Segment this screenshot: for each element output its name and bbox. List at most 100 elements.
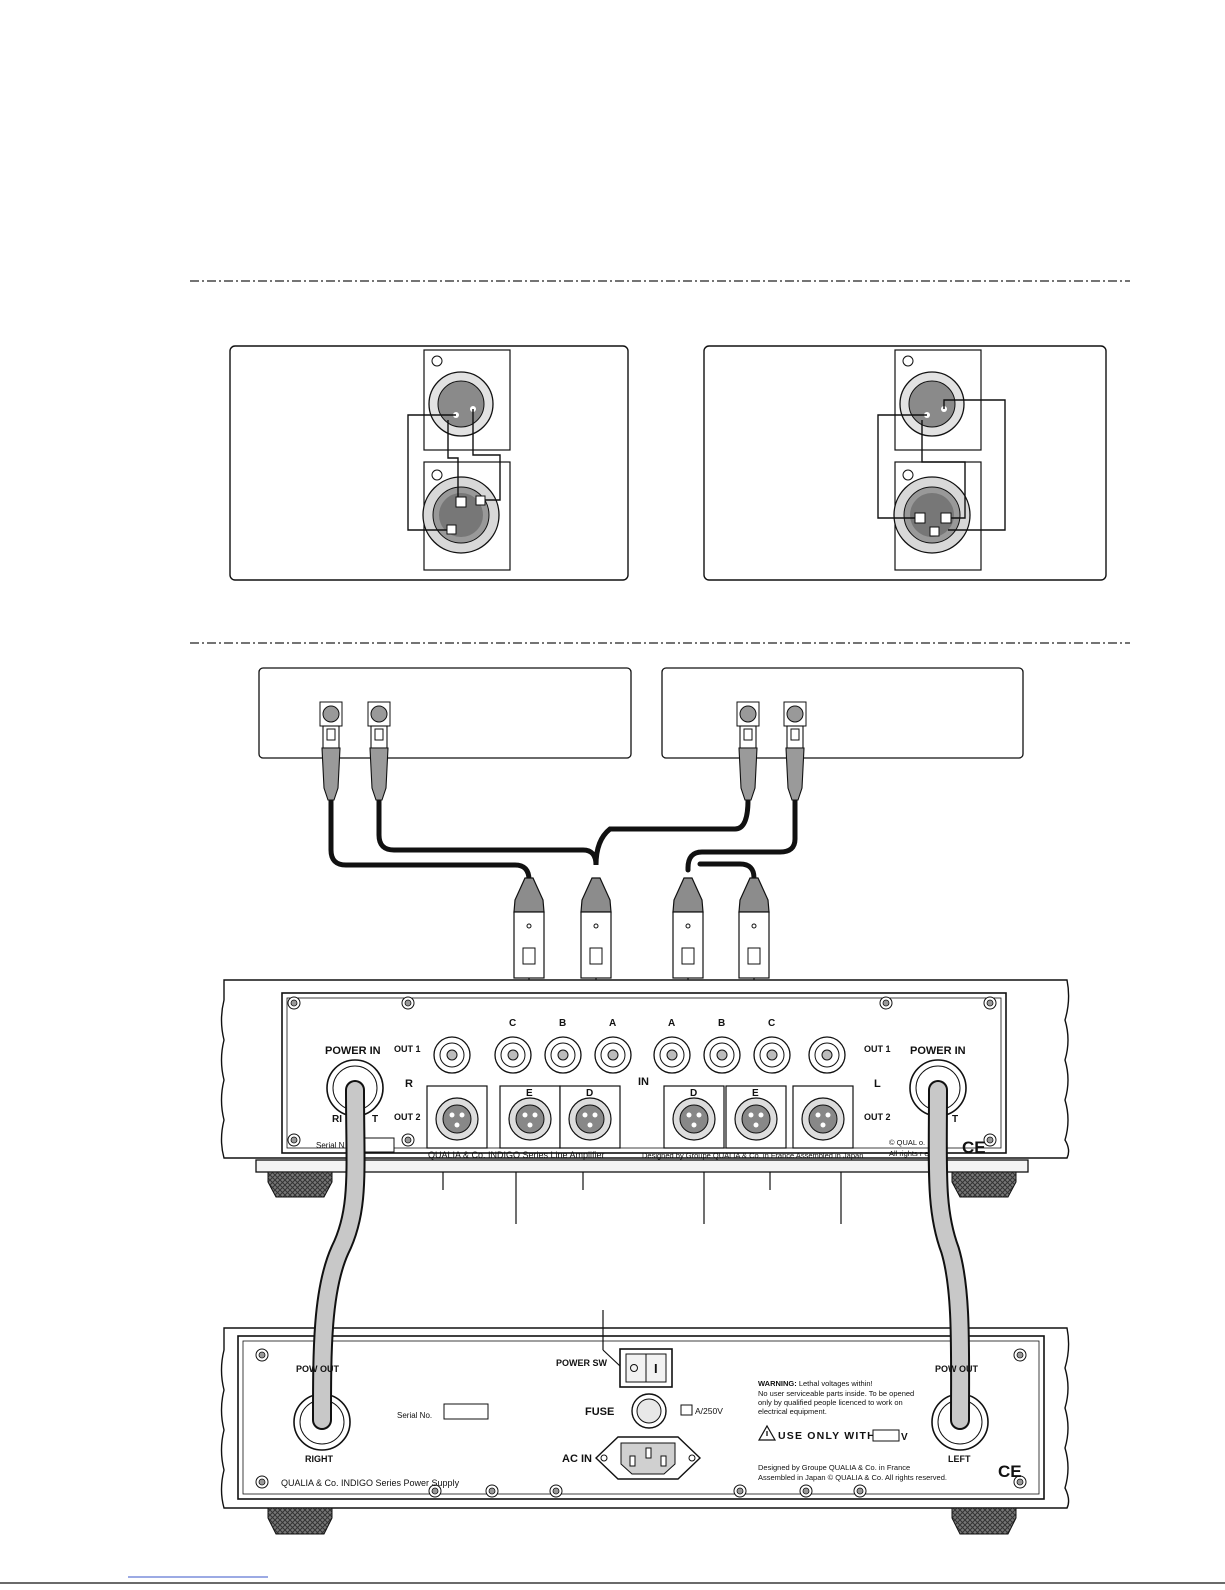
power-switch[interactable]: I bbox=[619, 1348, 673, 1388]
plug-latch bbox=[747, 947, 761, 965]
psu-model-label: QUALIA & Co. INDIGO Series Power Supply bbox=[281, 1478, 460, 1488]
psu-designed-2: Assembled in Japan © QUALIA & Co. All ri… bbox=[758, 1473, 947, 1482]
xlr-pin bbox=[582, 1112, 588, 1118]
rca-jack-pin bbox=[821, 1049, 833, 1061]
xlr-plug-small bbox=[785, 725, 805, 801]
power-amp-box-right bbox=[258, 667, 632, 759]
screw bbox=[549, 1484, 563, 1498]
xlr-pin bbox=[449, 1112, 455, 1118]
xlr-plug-small bbox=[738, 725, 758, 801]
preamp-model-label: QUALIA & Co. INDIGO Series Line Amplifie… bbox=[428, 1150, 605, 1160]
amp-xlr-jack bbox=[319, 701, 343, 727]
rca-input-letter: C bbox=[509, 1018, 516, 1029]
amp-jack-socket bbox=[739, 705, 757, 723]
xlr-plug-small bbox=[369, 725, 389, 801]
plug-dot bbox=[593, 923, 599, 929]
rca-jack bbox=[494, 1036, 532, 1074]
right-label: RIGHT bbox=[305, 1454, 334, 1464]
in-label: IN bbox=[638, 1076, 649, 1088]
warning-title: WARNING: bbox=[758, 1379, 797, 1388]
screw bbox=[255, 1475, 269, 1489]
screw-inner bbox=[882, 999, 890, 1007]
rca-jack bbox=[703, 1036, 741, 1074]
rca-jack-pin bbox=[446, 1049, 458, 1061]
rca-input-letter: A bbox=[609, 1018, 616, 1029]
preamp-designed-label: Designed by Groupe QUALIA & Co. in Franc… bbox=[642, 1151, 863, 1160]
screw bbox=[799, 1484, 813, 1498]
plug-latch bbox=[522, 947, 536, 965]
xlr-jack bbox=[663, 1085, 725, 1149]
amp-jack-socket bbox=[786, 705, 804, 723]
plug-boot bbox=[513, 877, 545, 913]
xlr-pin bbox=[686, 1112, 692, 1118]
psu-ce-mark: CE bbox=[998, 1462, 1022, 1481]
xlr-input-letter: D bbox=[586, 1088, 593, 1099]
plug-latch bbox=[589, 947, 603, 965]
rca-input-letter: B bbox=[559, 1018, 566, 1029]
out1-label-left: OUT 1 bbox=[864, 1044, 891, 1054]
power-out-label-left: POW OUT bbox=[935, 1364, 978, 1374]
plug-body bbox=[672, 911, 704, 979]
plug-latch bbox=[681, 947, 695, 965]
plug-dot bbox=[685, 923, 691, 929]
xlr-plug-small bbox=[321, 725, 341, 801]
xlr-cable bbox=[376, 797, 751, 866]
screw-inner bbox=[290, 999, 298, 1007]
warning-line-0: WARNING: Lethal voltages within! bbox=[758, 1379, 873, 1388]
power-in-label-right: POWER IN bbox=[325, 1045, 381, 1057]
screw-inner bbox=[552, 1487, 560, 1495]
rca-input-letter: C bbox=[768, 1018, 775, 1029]
xlr-insert bbox=[575, 1104, 605, 1134]
fuse-holder[interactable] bbox=[631, 1393, 667, 1429]
power-amp-box-left bbox=[661, 667, 1024, 759]
screw bbox=[401, 996, 415, 1010]
amp-jack-socket bbox=[322, 705, 340, 723]
plug-boot bbox=[369, 747, 389, 801]
rca-input-letter: A bbox=[668, 1018, 675, 1029]
preamp-serial-label: Serial N bbox=[316, 1141, 345, 1150]
ac-in-label: AC IN bbox=[562, 1453, 592, 1465]
plug-body bbox=[580, 911, 612, 979]
rca-jack bbox=[753, 1036, 791, 1074]
plug-body bbox=[738, 911, 770, 979]
plug-dot bbox=[526, 923, 532, 929]
xlr-insert bbox=[442, 1104, 472, 1134]
out2-label-right: OUT 2 bbox=[394, 1112, 421, 1122]
xlr-plug-large bbox=[672, 877, 704, 1112]
rca-jack bbox=[594, 1036, 632, 1074]
preamp-copyright-2: All rights r ed. bbox=[889, 1149, 935, 1158]
screw-inner bbox=[431, 1487, 439, 1495]
screw-inner bbox=[258, 1351, 266, 1359]
amp-input-jacks bbox=[319, 701, 807, 727]
rca-jack bbox=[808, 1036, 846, 1074]
screw bbox=[401, 1133, 415, 1147]
xlr-pin bbox=[532, 1112, 538, 1118]
left-label: LEFT bbox=[948, 1454, 971, 1464]
screw bbox=[733, 1484, 747, 1498]
rca-jack-pin bbox=[557, 1049, 569, 1061]
right-label-partial: RI bbox=[332, 1114, 342, 1125]
screw bbox=[983, 1133, 997, 1147]
xlr-jack bbox=[426, 1085, 488, 1149]
fuse-rating-box bbox=[680, 1404, 693, 1416]
rca-jack-pin bbox=[607, 1049, 619, 1061]
plug-boot bbox=[738, 747, 758, 801]
right-label-partial-2: T bbox=[372, 1114, 378, 1125]
out1-label-right: OUT 1 bbox=[394, 1044, 421, 1054]
plug-latch bbox=[790, 728, 800, 741]
xlr-pin bbox=[748, 1112, 754, 1118]
xlr-pin bbox=[753, 1122, 759, 1128]
plug-latch bbox=[374, 728, 384, 741]
power-in-label-left: POWER IN bbox=[910, 1045, 966, 1057]
plug-latch bbox=[743, 728, 753, 741]
xlr-pin bbox=[592, 1112, 598, 1118]
screw bbox=[485, 1484, 499, 1498]
rca-jack-pin bbox=[507, 1049, 519, 1061]
ac-inlet[interactable] bbox=[594, 1436, 702, 1480]
screw bbox=[853, 1484, 867, 1498]
plug-body bbox=[513, 911, 545, 979]
xlr-jack bbox=[559, 1085, 621, 1149]
screw-inner bbox=[290, 1136, 298, 1144]
